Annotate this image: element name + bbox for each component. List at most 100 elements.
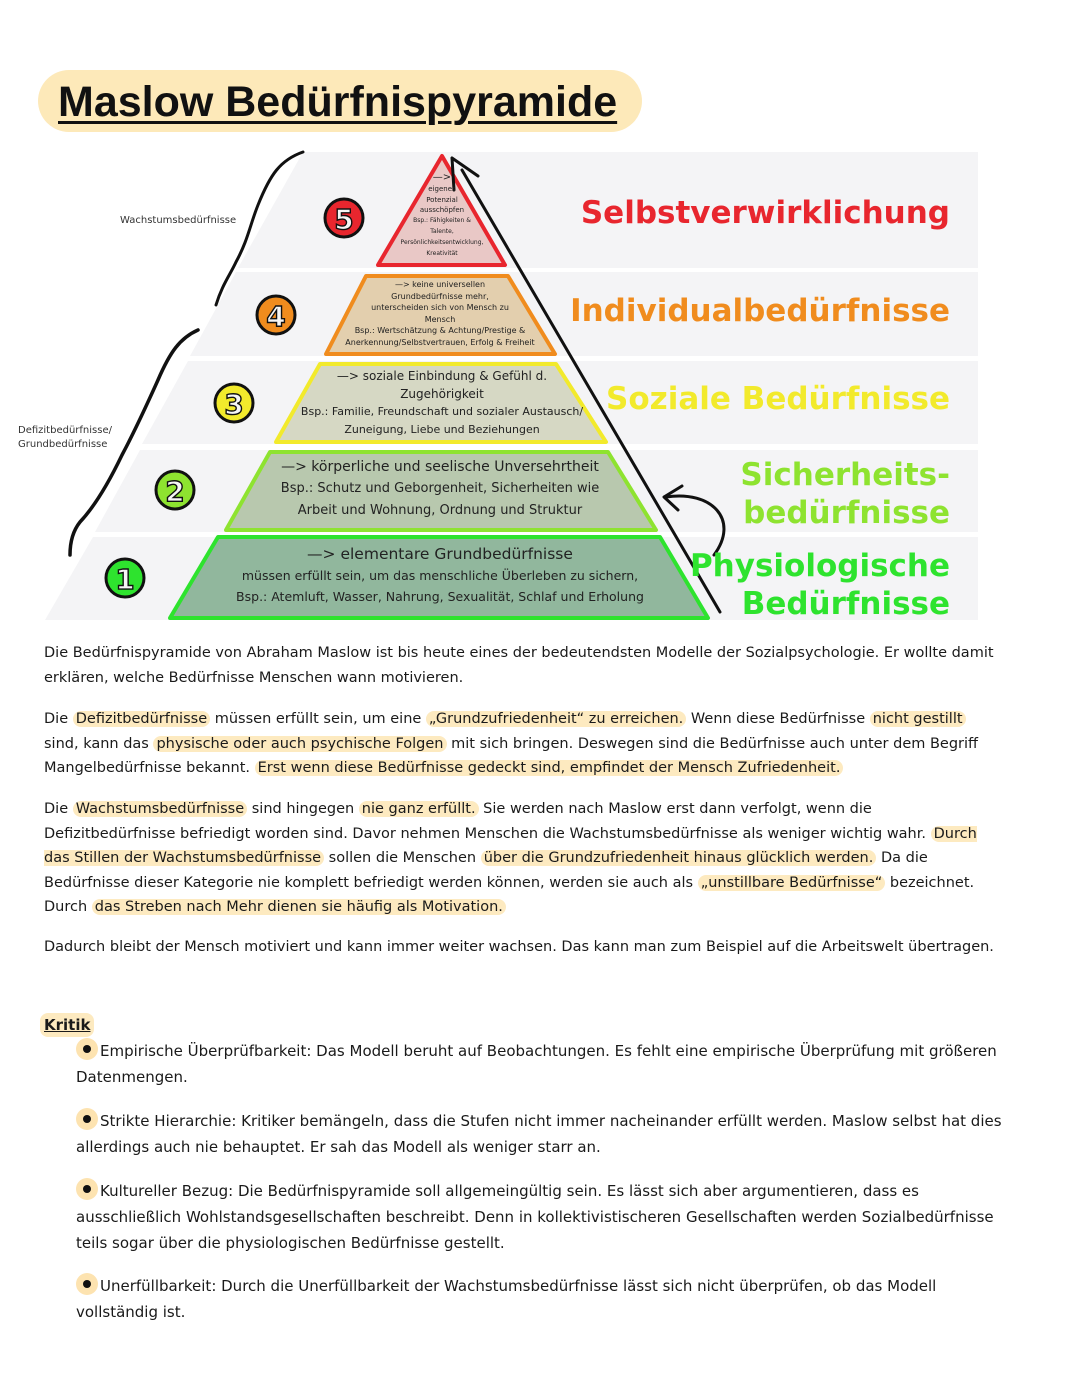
level-4-line: Bsp.: Wertschätzung & Achtung/Prestige & bbox=[354, 326, 526, 335]
bullet-icon bbox=[76, 1273, 98, 1295]
level-5-line: eigenes bbox=[428, 184, 456, 193]
text-span: Die bbox=[44, 801, 73, 817]
kritik-item-text: Empirische Überprüfbarkeit: Das Modell b… bbox=[76, 1042, 997, 1086]
level-2-name: Sicherheits- bedürfnisse bbox=[740, 456, 950, 532]
level-5-name: Selbstverwirklichung bbox=[580, 195, 950, 231]
level-1-line: —> elementare Grundbedürfnisse bbox=[307, 545, 573, 563]
kritik-item: Unerfüllbarkeit: Durch die Unerfüllbarke… bbox=[76, 1273, 1006, 1325]
level-1-name-line: Physiologische bbox=[689, 548, 950, 584]
level-1-name-line: Bedürfnisse bbox=[741, 586, 950, 622]
kritik-item: Strikte Hierarchie: Kritiker bemängeln, … bbox=[76, 1108, 1006, 1160]
paragraph-intro: Die Bedürfnispyramide von Abraham Maslow… bbox=[44, 641, 1004, 690]
level-4-line: —> keine universellen bbox=[394, 280, 486, 289]
highlight-span: „unstillbare Bedürfnisse“ bbox=[697, 874, 886, 891]
highlight-span: physische oder auch psychische Folgen bbox=[153, 735, 447, 752]
level-1-shape bbox=[168, 535, 710, 620]
highlight-span: über die Grundzufriedenheit hinaus glück… bbox=[480, 850, 877, 866]
level-4-line: Anerkennung/Selbstvertrauen, Erfolg & Fr… bbox=[345, 337, 535, 347]
level-2-line: —> körperliche und seelische Unversehrth… bbox=[281, 459, 599, 475]
level-2-name-line: Sicherheits- bbox=[740, 457, 950, 493]
badge-number: 2 bbox=[165, 475, 184, 508]
level-3-line: Zuneigung, Liebe und Beziehungen bbox=[344, 423, 540, 436]
badge-number: 4 bbox=[266, 300, 285, 333]
level-5-line: Kreativität bbox=[426, 249, 458, 257]
kritik-item-text: Unerfüllbarkeit: Durch die Unerfüllbarke… bbox=[76, 1277, 937, 1321]
text-span: mit sich bringen. Deswegen sind die Bedü… bbox=[44, 735, 979, 777]
level-3-line: Bsp.: Familie, Freundschaft und sozialer… bbox=[300, 405, 584, 418]
label-deficit-line-2: Grundbedürfnisse bbox=[18, 439, 108, 450]
badge-4: 4 bbox=[255, 294, 297, 336]
kritik-item-text: Strikte Hierarchie: Kritiker bemängeln, … bbox=[76, 1112, 1002, 1156]
text-span: Sie werden nach Maslow erst dann verfolg… bbox=[44, 801, 931, 842]
highlight-span: nie ganz erfüllt. bbox=[358, 801, 479, 817]
level-2-text: —> körperliche und seelische Unversehrth… bbox=[250, 456, 630, 522]
paragraph-motivation-text: Dadurch bleibt der Mensch motiviert und … bbox=[44, 939, 994, 955]
level-5-line: Potenzial bbox=[426, 195, 458, 204]
bracket-deficit bbox=[68, 328, 200, 557]
highlight-span: „Grundzufriedenheit“ zu erreichen. bbox=[425, 711, 687, 727]
pyramid-diagram: 5 4 3 2 1 bbox=[45, 150, 978, 620]
text-span: Wenn diese Bedürfnisse bbox=[686, 711, 870, 727]
kritik-heading: Kritik bbox=[40, 1013, 95, 1037]
kritik-item: Empirische Überprüfbarkeit: Das Modell b… bbox=[76, 1038, 1006, 1090]
page-title: Maslow Bedürfnispyramide bbox=[58, 78, 618, 126]
label-deficit-needs: Defizitbedürfnisse/ Grundbedürfnisse bbox=[18, 424, 112, 452]
paragraph-intro-text: Die Bedürfnispyramide von Abraham Maslow… bbox=[44, 645, 994, 686]
badge-number: 5 bbox=[334, 203, 353, 236]
highlight-span: das Streben nach Mehr dienen sie häufig … bbox=[91, 899, 506, 915]
text-span: Da die Bedürfnisse dieser Kategorie nie … bbox=[44, 850, 928, 891]
level-2-shape bbox=[224, 450, 658, 532]
level-5-line: Bsp.: Fähigkeiten & bbox=[413, 217, 471, 225]
level-4-shape bbox=[324, 274, 557, 356]
kritik-item: Kultureller Bezug: Die Bedürfnispyramide… bbox=[76, 1178, 1006, 1256]
text-span: sind hingegen bbox=[247, 801, 359, 817]
curved-arrow bbox=[662, 484, 726, 557]
text-span: bezeichnet. Durch bbox=[44, 874, 975, 916]
bullet-icon bbox=[76, 1178, 98, 1200]
level-2-line: Bsp.: Schutz und Geborgenheit, Sicherhei… bbox=[280, 481, 600, 496]
level-5-line: Talente, bbox=[430, 227, 454, 235]
label-deficit-line-1: Defizitbedürfnisse/ bbox=[18, 425, 112, 436]
highlight-span: nicht gestillt bbox=[869, 711, 966, 727]
badge-number: 1 bbox=[115, 563, 134, 596]
bracket-growth bbox=[214, 150, 305, 307]
level-4-text: —> keine universellen Grundbedürfnisse m… bbox=[320, 279, 560, 348]
level-2-name-line: bedürfnisse bbox=[743, 495, 950, 531]
highlight-span: Defizitbedürfnisse bbox=[72, 711, 211, 727]
title-highlight bbox=[38, 70, 642, 132]
highlight-span: Wachstumsbedürfnisse bbox=[72, 801, 248, 817]
badge-5: 5 bbox=[323, 197, 365, 239]
level-1-name: Physiologische Bedürfnisse bbox=[690, 547, 950, 623]
level-3-name: Soziale Bedürfnisse bbox=[606, 381, 950, 417]
level-2-line: Arbeit und Wohnung, Ordnung und Struktur bbox=[297, 503, 583, 518]
bullet-icon bbox=[76, 1038, 98, 1060]
level-4-name: Individualbedürfnisse bbox=[570, 293, 950, 329]
text-span: müssen erfüllt sein, um eine bbox=[210, 711, 426, 727]
level-5-line: ausschöpfen bbox=[419, 206, 465, 215]
level-1-line: müssen erfüllt sein, um das menschliche … bbox=[241, 568, 639, 583]
badge-number: 3 bbox=[224, 388, 243, 421]
text-span: sollen die Menschen bbox=[324, 850, 481, 866]
level-4-line: Grundbedürfnisse mehr, bbox=[391, 291, 489, 301]
paragraph-growth: Die Wachstumsbedürfnisse sind hingegen n… bbox=[44, 797, 1004, 920]
paragraph-motivation: Dadurch bleibt der Mensch motiviert und … bbox=[44, 935, 1004, 960]
level-1-line: Bsp.: Atemluft, Wasser, Nahrung, Sexuali… bbox=[236, 589, 644, 604]
level-3-line: Zugehörigkeit bbox=[400, 387, 484, 401]
level-5-shape bbox=[376, 154, 507, 267]
level-3-line: —> soziale Einbindung & Gefühl d. bbox=[336, 369, 548, 383]
badge-2: 2 bbox=[154, 469, 196, 511]
level-5-text: —> eigenes Potenzial ausschöpfen Bsp.: F… bbox=[382, 172, 502, 259]
badge-1: 1 bbox=[104, 557, 146, 599]
level-5-line: —> bbox=[432, 172, 452, 183]
level-3-shape bbox=[274, 362, 608, 444]
paragraph-deficit: Die Defizitbedürfnisse müssen erfüllt se… bbox=[44, 707, 1004, 781]
highlight-span: Erst wenn diese Bedürfnisse gedeckt sind… bbox=[254, 760, 844, 776]
label-growth-needs: Wachstumsbedürfnisse bbox=[120, 215, 237, 226]
level-5-line: Persönlichkeitsentwicklung, bbox=[400, 238, 484, 246]
level-1-text: —> elementare Grundbedürfnisse müssen er… bbox=[190, 544, 690, 607]
level-4-line: unterscheiden sich von Mensch zu bbox=[371, 303, 509, 312]
bullet-icon bbox=[76, 1108, 98, 1130]
kritik-item-text: Kultureller Bezug: Die Bedürfnispyramide… bbox=[76, 1182, 994, 1252]
level-4-line: Mensch bbox=[424, 314, 456, 324]
badge-3: 3 bbox=[213, 382, 255, 424]
